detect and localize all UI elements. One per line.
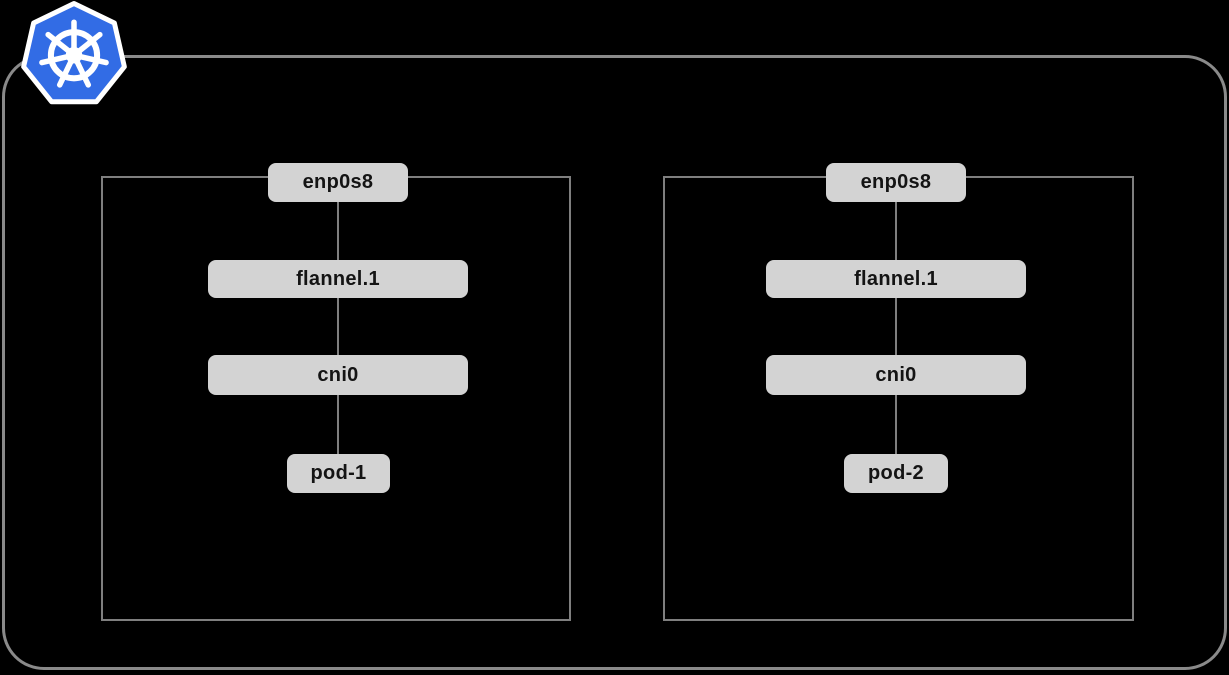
node-2-pod-label: pod-2	[868, 462, 924, 484]
kubernetes-logo-icon	[21, 1, 127, 105]
node-1-pod-box: pod-1	[287, 454, 390, 493]
node-1-pod-label: pod-1	[310, 462, 367, 484]
node-2-bridge-label: cni0	[875, 363, 917, 386]
node-1-box	[101, 176, 571, 621]
node-2-pod-box: pod-2	[844, 454, 948, 493]
node-1-nic-label: enp0s8	[302, 171, 374, 193]
node-1-bridge-box: cni0	[208, 355, 468, 395]
node-2-bridge-box: cni0	[766, 355, 1026, 395]
node-2-vxlan-label: flannel.1	[854, 267, 938, 290]
cluster-boundary	[2, 55, 1227, 670]
node-1-nic-box: enp0s8	[268, 163, 408, 202]
node-2-nic-label: enp0s8	[860, 171, 932, 193]
node-1-bridge-label: cni0	[317, 363, 359, 386]
node-2-box	[663, 176, 1134, 621]
node-1-vxlan-box: flannel.1	[208, 260, 468, 298]
node-2-nic-box: enp0s8	[826, 163, 966, 202]
node-1-vxlan-label: flannel.1	[296, 267, 380, 290]
node-1-connector-line	[337, 185, 339, 470]
node-2-connector-line	[895, 185, 897, 470]
logo-wheel-hub	[65, 46, 83, 64]
node-2-vxlan-box: flannel.1	[766, 260, 1026, 298]
